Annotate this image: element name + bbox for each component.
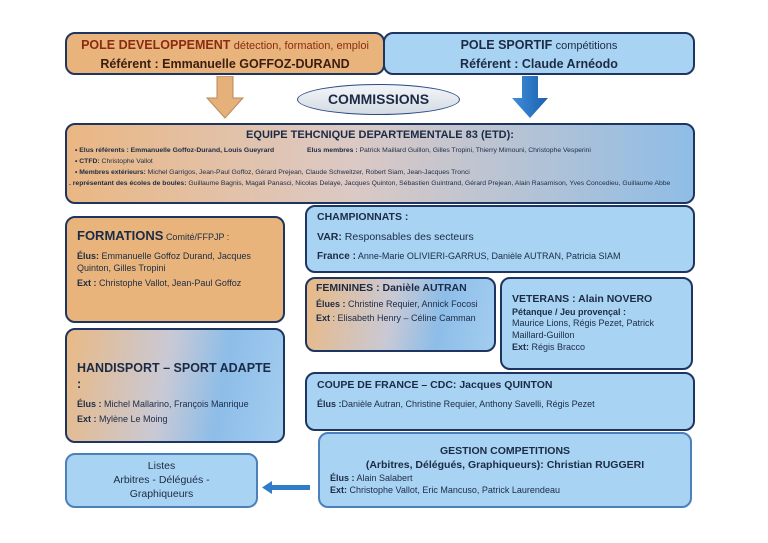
etd-ecoles: Guillaume Bagnis, Magali Panasci, Nicola… [186,180,671,188]
pole-developpement-box: POLE DEVELOPPEMENT détection, formation,… [65,32,385,75]
etd-ctfd-label: • CTFD: [75,158,100,166]
etd-ctfd: Christophe Vallot [99,158,153,166]
handisport-ext-label: Ext : [77,414,97,425]
listes-line1: Listes [147,460,176,472]
championnats-france-label: France : [317,251,356,263]
etd-title: EQUIPE TEHCNIQUE DEPARTEMENTALE 83 (ETD)… [246,129,514,141]
veterans-box: VETERANS : Alain NOVERO Pétanque / Jeu p… [500,277,693,370]
pole-dev-title: POLE DEVELOPPEMENT [81,38,231,52]
feminines-ext: : Elisabeth Henry – Céline Camman [330,313,476,324]
coupe-de-france-box: COUPE DE FRANCE – CDC: Jacques QUINTON É… [305,372,695,431]
handisport-box: HANDISPORT – SPORT ADAPTE : Élus : Miche… [65,328,285,443]
gestion-elus: Alain Salabert [354,473,413,484]
etd-ext-label: • Membres extérieurs: [75,169,146,177]
veterans-title: VETERANS : Alain NOVERO [512,293,653,305]
pole-dev-subtitle: détection, formation, emploi [233,40,369,52]
veterans-ext-label: Ext: [512,341,530,352]
championnats-var-label: VAR: [317,230,342,243]
handisport-elus-label: Élus : [77,398,102,409]
gestion-title: GESTION COMPETITIONS [439,445,571,457]
pole-sportif-subtitle: compétitions [555,40,618,52]
etd-ext: Michel Garrigos, Jean-Paul Goffoz, Gérar… [145,169,470,177]
listes-line2: Arbitres - Délégués - [113,474,210,487]
pole-sportif-referent: Référent : Claude Arnéodo [460,57,618,71]
etd-ecoles-label: . représentant des écoles de boules: [69,180,187,188]
formations-ext: Christophe Vallot, Jean-Paul Goffoz [96,278,242,289]
veterans-members: Maurice Lions, Régis Pezet, Patrick Mail… [512,318,655,341]
handisport-ext: Mylène Le Moing [96,414,168,425]
feminines-ext-label: Ext [316,313,331,324]
gestion-subtitle: (Arbitres, Délégués, Graphiqueurs): Chri… [365,459,645,472]
gestion-elus-label: Élus : [330,473,355,484]
formations-ext-label: Ext : [77,278,97,289]
etd-box: EQUIPE TEHCNIQUE DEPARTEMENTALE 83 (ETD)… [65,123,695,204]
feminines-elues: Christine Requier, Annick Focosi [345,298,478,309]
formations-elus-label: Élus: [77,250,100,261]
feminines-elues-label: Élues : [316,298,346,309]
gestion-ext-label: Ext: [330,485,348,496]
championnats-france: Anne-Marie OLIVIERI-GARRUS, Danièle AUTR… [355,251,621,262]
handisport-title: HANDISPORT – SPORT ADAPTE : [77,361,272,392]
etd-elus-referents: • Elus référents : Emmanuelle Goffoz-Dur… [75,146,275,154]
veterans-ext: Régis Bracco [529,341,586,352]
championnats-box: CHAMPIONNATS : VAR: Responsables des sec… [305,205,695,273]
championnats-var: Responsables des secteurs [341,230,474,243]
formations-box: FORMATIONS Comité/FFPJP : Élus: Emmanuel… [65,216,285,323]
gestion-competitions-box: GESTION COMPETITIONS (Arbitres, Délégués… [318,432,692,508]
veterans-sub: Pétanque / Jeu provençal : [512,306,627,317]
coupe-elus: Danièle Autran, Christine Requier, Antho… [341,398,595,409]
pole-sportif-title: POLE SPORTIF [460,38,553,52]
pole-sportif-box: POLE SPORTIF compétitions Référent : Cla… [383,32,695,75]
arrow-left-icon [262,481,310,494]
formations-title: FORMATIONS [77,228,164,243]
arrow-down-orange-icon [205,76,245,119]
coupe-title: COUPE DE FRANCE – CDC: Jacques QUINTON [317,379,553,391]
coupe-elus-label: Élus : [317,398,342,409]
etd-elus-membres-label: Elus membres : [307,146,358,154]
listes-box: Listes Arbitres - Délégués - Graphiqueur… [65,453,258,508]
commissions-label: COMMISSIONS [297,84,460,115]
gestion-ext: Christophe Vallot, Eric Mancuso, Patrick… [347,485,560,496]
formations-elus: Emmanuelle Goffoz Durand, Jacques Quinto… [77,250,251,273]
pole-dev-referent: Référent : Emmanuelle GOFFOZ-DURAND [100,57,350,71]
listes-line3: Graphiqueurs [129,488,194,501]
formations-subtitle: Comité/FFPJP : [165,232,230,242]
handisport-elus: Michel Mallarino, François Manrique [101,398,249,409]
etd-elus-membres: Patrick Maillard Guillon, Gilles Tropini… [357,146,591,154]
championnats-title: CHAMPIONNATS : [317,211,409,223]
feminines-title: FEMININES : Danièle AUTRAN [316,282,467,294]
feminines-box: FEMININES : Danièle AUTRAN Élues : Chris… [305,277,496,352]
arrow-down-blue-icon [512,76,548,118]
